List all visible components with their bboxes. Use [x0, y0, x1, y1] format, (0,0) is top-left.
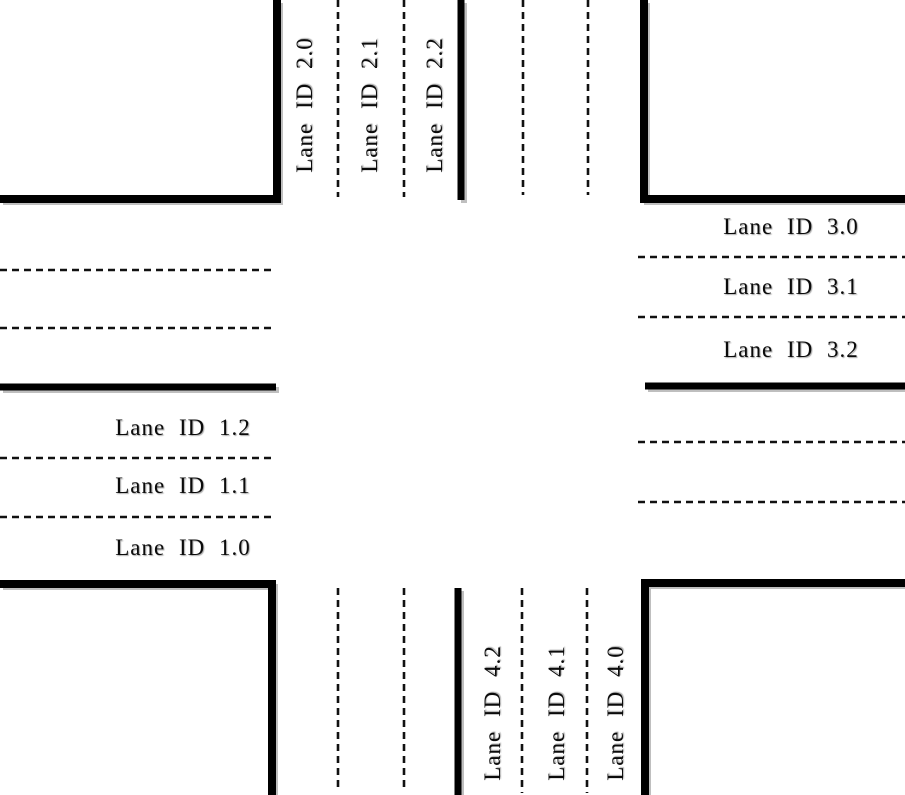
lane-label-4-2: Lane ID 4.2 — [480, 645, 505, 781]
bottom-right-corner-line — [641, 579, 905, 795]
lane-label-3-1: Lane ID 3.1 — [723, 274, 859, 299]
top-left-corner-line — [0, 0, 281, 203]
line-shadows — [3, 3, 905, 795]
lane-label-3-2: Lane ID 3.2 — [723, 337, 859, 362]
lane-label-4-0: Lane ID 4.0 — [603, 645, 628, 781]
lane-label-3-0: Lane ID 3.0 — [723, 214, 859, 239]
top-right-corner-line — [640, 0, 905, 203]
lane-label-2-0: Lane ID 2.0 — [292, 37, 317, 173]
bottom-left-corner-shadow — [3, 584, 278, 795]
top-right-corner-shadow — [644, 3, 905, 205]
lane-label-2-1: Lane ID 2.1 — [357, 37, 382, 173]
lane-label-2-2: Lane ID 2.2 — [422, 37, 447, 173]
lane-label-1-2: Lane ID 1.2 — [115, 415, 251, 440]
top-left-corner-shadow — [3, 3, 283, 205]
lane-label-4-1: Lane ID 4.1 — [544, 645, 569, 781]
lane-label-1-1: Lane ID 1.1 — [115, 473, 251, 498]
lane-label-1-0: Lane ID 1.0 — [115, 535, 251, 560]
bottom-left-corner-line — [0, 580, 276, 795]
bottom-right-corner-shadow — [645, 583, 905, 795]
